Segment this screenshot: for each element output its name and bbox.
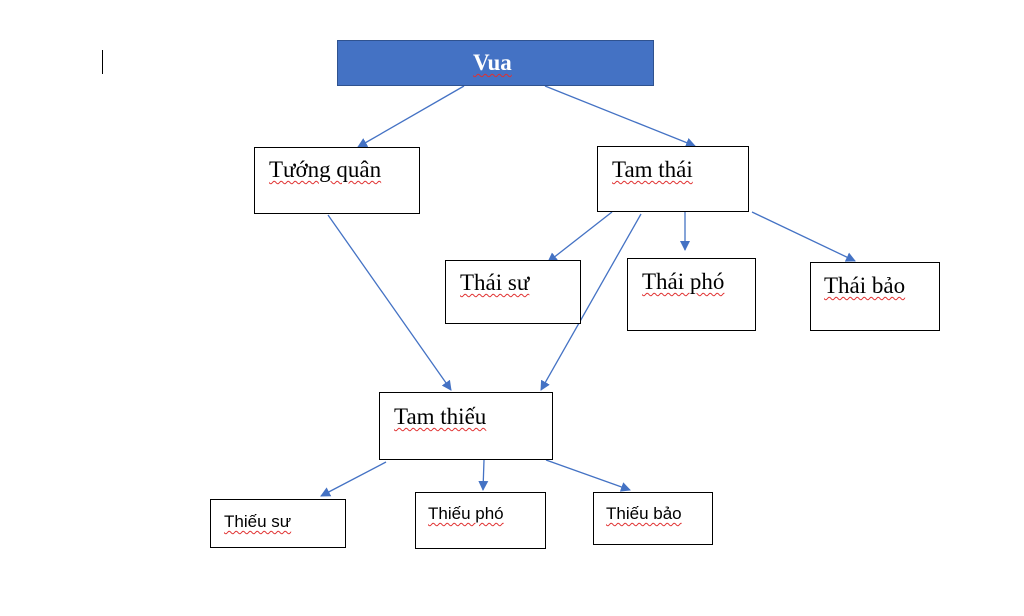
node-thai-su[interactable]: Thái sư [445, 260, 581, 324]
node-thieu-bao-label: Thiếu bảo [606, 504, 682, 523]
node-vua[interactable]: Vua [337, 40, 654, 86]
node-tam-thai-label: Tam thái [612, 157, 693, 182]
node-thieu-pho[interactable]: Thiếu phó [415, 492, 546, 549]
node-thai-pho[interactable]: Thái phó [627, 258, 756, 331]
arrow-vua-to-tam-thai [544, 85, 696, 148]
node-tam-thieu-label: Tam thiếu [394, 404, 487, 429]
node-thai-su-label: Thái sư [460, 270, 530, 295]
text-cursor [102, 50, 103, 74]
node-tam-thai[interactable]: Tam thái [597, 146, 749, 212]
node-thai-pho-label: Thái phó [642, 269, 725, 294]
node-thai-bao[interactable]: Thái bảo [810, 262, 940, 331]
arrow-vua-to-tuong-quan [357, 85, 465, 148]
arrow-tam-thieu-to-thieu-pho [478, 459, 489, 491]
arrow-tuong-quan-to-tam-thieu [327, 214, 452, 391]
arrow-tam-thieu-to-thieu-su [320, 461, 387, 497]
node-tuong-quan[interactable]: Tướng quân [254, 147, 420, 214]
node-thai-bao-label: Thái bảo [824, 273, 906, 298]
arrow-tam-thai-to-thai-su [547, 211, 613, 263]
node-vua-label: Vua [473, 50, 512, 75]
arrow-tam-thai-to-thai-bao [751, 211, 856, 262]
node-thieu-su[interactable]: Thiếu sư [210, 499, 346, 548]
node-thieu-bao[interactable]: Thiếu bảo [593, 492, 713, 545]
node-tuong-quan-label: Tướng quân [269, 157, 382, 182]
node-thieu-su-label: Thiếu sư [224, 512, 292, 531]
node-tam-thieu[interactable]: Tam thiếu [379, 392, 553, 460]
node-thieu-pho-label: Thiếu phó [428, 504, 504, 523]
arrow-tam-thieu-to-thieu-bao [545, 459, 631, 492]
